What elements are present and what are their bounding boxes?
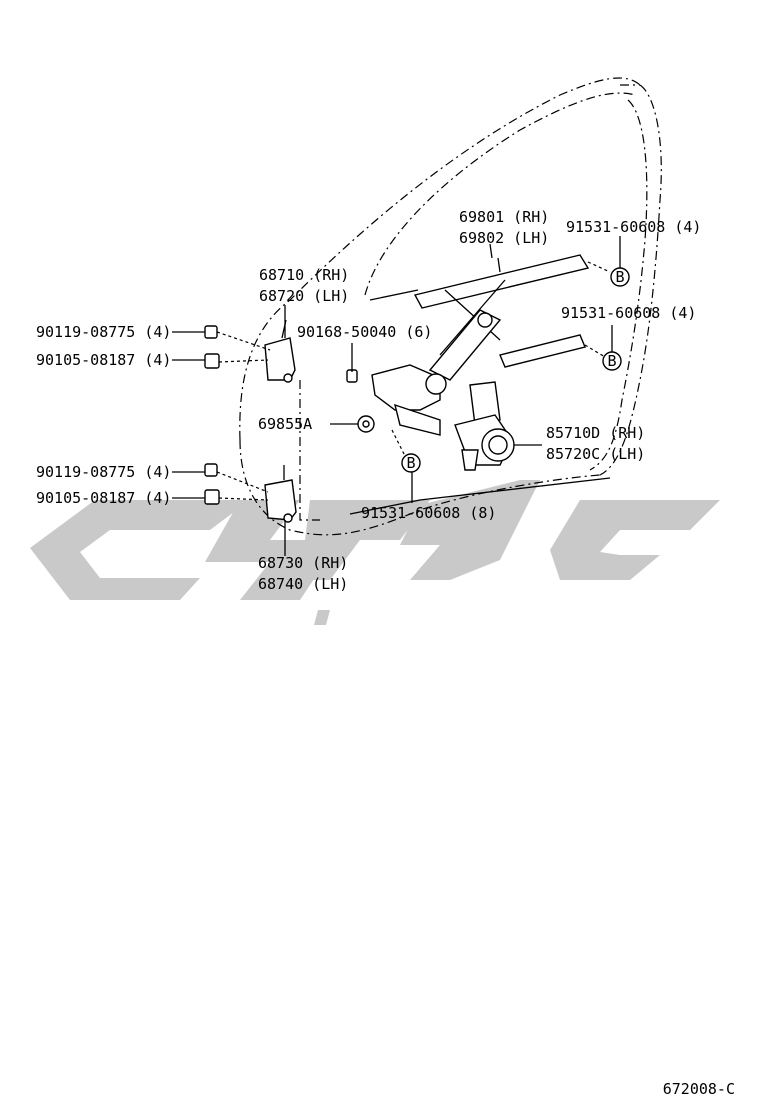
label-bolt-upper-a: 90119-08775 (4) — [36, 323, 171, 341]
ref-mark-b-label: B — [615, 268, 624, 286]
window-regulator — [371, 254, 590, 436]
label-grommet: 69855A — [258, 415, 312, 433]
ref-mark-b-label: B — [607, 352, 616, 370]
ref-mark-b-label: B — [406, 454, 415, 472]
ref-mark-b: B B B — [401, 267, 630, 473]
label-hinge-upper-rh: 68710 (RH) — [259, 266, 349, 284]
label-motor-lh: 85720C (LH) — [546, 445, 645, 463]
hinge-upper — [264, 319, 296, 383]
label-bolt-91531-bottom: 91531-60608 (8) — [361, 504, 496, 522]
label-hinge-lower-lh: 68740 (LH) — [258, 575, 348, 593]
leader-lines — [172, 236, 621, 556]
label-bolt-90168: 90168-50040 (6) — [297, 323, 432, 341]
label-bolt-91531-top: 91531-60608 (4) — [566, 218, 701, 236]
diagram-number: 672008-C — [663, 1080, 735, 1098]
hinge-lower — [264, 465, 297, 523]
label-regulator-lh: 69802 (LH) — [459, 229, 549, 247]
label-bolt-91531-mid: 91531-60608 (4) — [561, 304, 696, 322]
label-motor-rh: 85710D (RH) — [546, 424, 645, 442]
label-bolt-upper-b: 90105-08187 (4) — [36, 351, 171, 369]
label-regulator-rh: 69801 (RH) — [459, 208, 549, 226]
watermark-logo — [30, 480, 720, 625]
label-hinge-upper-lh: 68720 (LH) — [259, 287, 349, 305]
label-bolt-lower-b: 90105-08187 (4) — [36, 489, 171, 507]
regulator-motor — [454, 381, 542, 471]
label-bolt-lower-a: 90119-08775 (4) — [36, 463, 171, 481]
label-hinge-lower-rh: 68730 (RH) — [258, 554, 348, 572]
